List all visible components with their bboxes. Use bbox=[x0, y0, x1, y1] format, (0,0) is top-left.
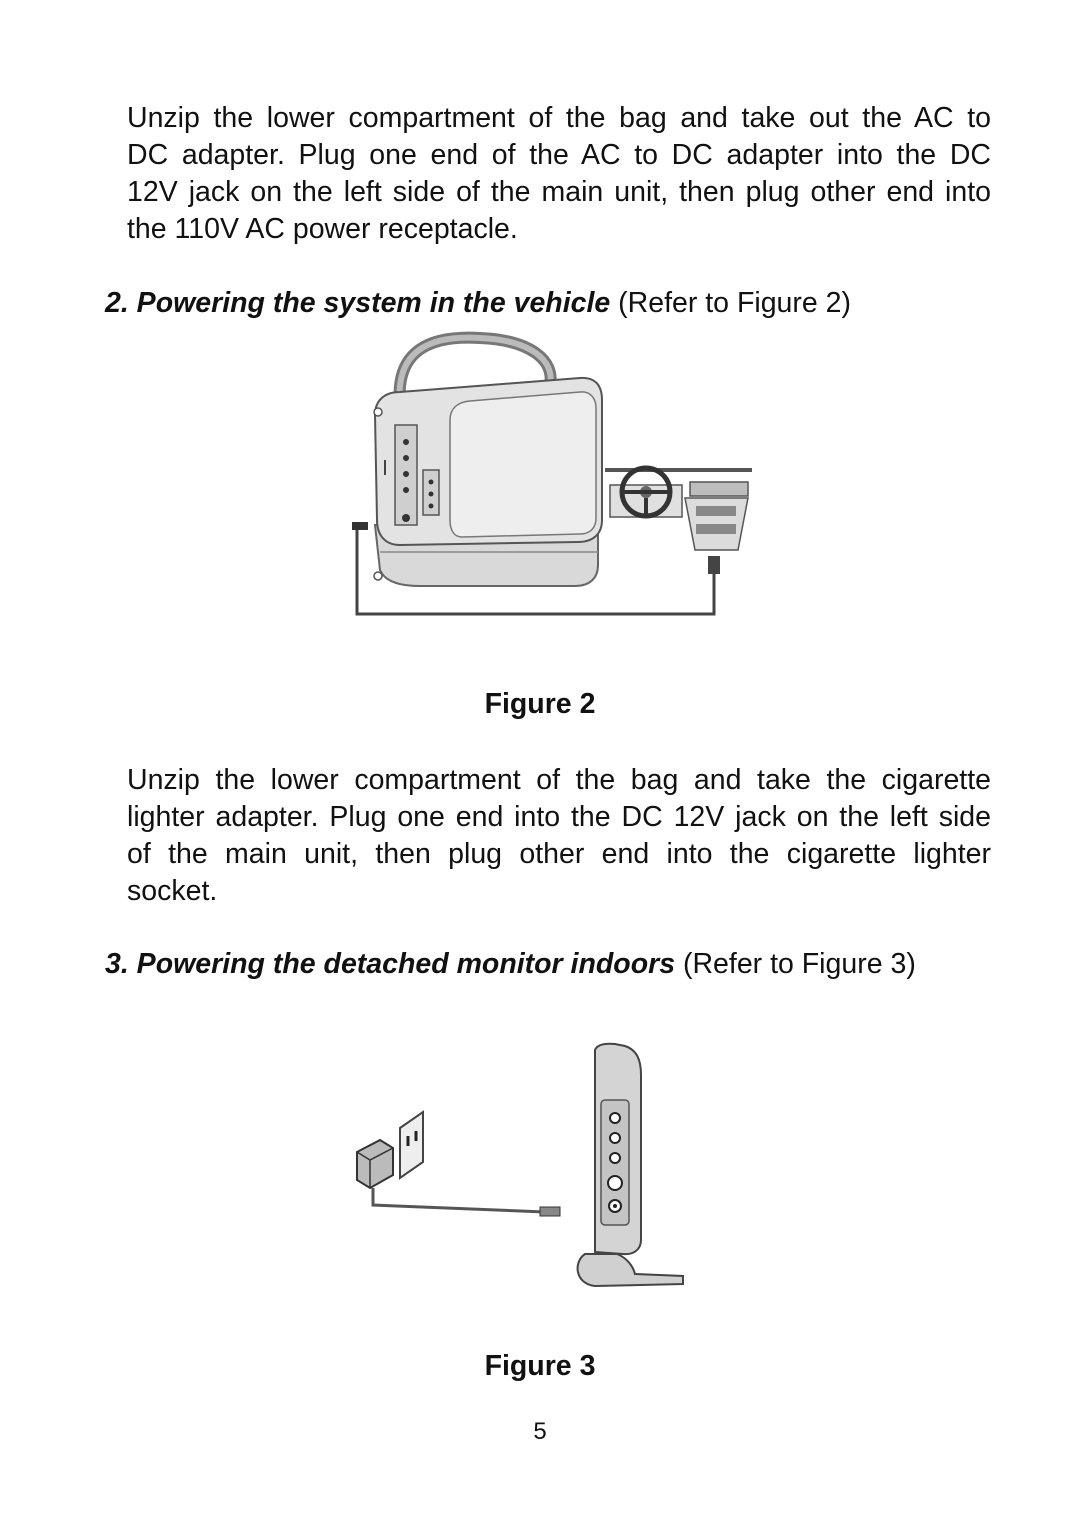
page-number: 5 bbox=[533, 1418, 547, 1445]
paragraph-line: Unzip the lower compartment of the bag a… bbox=[127, 764, 991, 796]
figure-3-illustration bbox=[356, 1042, 684, 1288]
intro-paragraph: Unzip the lower compartment of the bag a… bbox=[127, 100, 991, 248]
section-2-title: 2. Powering the system in the vehicle bbox=[105, 287, 611, 319]
figure-2-illustration bbox=[352, 331, 752, 616]
figure-3-caption: Figure 3 bbox=[484, 1350, 596, 1382]
paragraph-line: Unzip the lower compartment of the bag a… bbox=[127, 102, 991, 134]
paragraph-line: socket. bbox=[127, 875, 218, 907]
section-3-heading: 3. Powering the detached monitor indoors… bbox=[105, 946, 916, 982]
section-3-refer: (Refer to Figure 3) bbox=[675, 948, 916, 980]
paragraph-line: lighter adapter. Plug one end into the D… bbox=[127, 801, 991, 833]
section-3-title: 3. Powering the detached monitor indoors bbox=[105, 948, 676, 980]
figure-2-caption: Figure 2 bbox=[484, 688, 596, 720]
paragraph-line: of the main unit, then plug other end in… bbox=[127, 838, 991, 870]
paragraph-line: the 110V AC power receptacle. bbox=[127, 213, 518, 245]
section-2-heading: 2. Powering the system in the vehicle (R… bbox=[105, 285, 851, 321]
paragraph-line: DC adapter. Plug one end of the AC to DC… bbox=[127, 139, 991, 171]
paragraph-line: 12V jack on the left side of the main un… bbox=[127, 176, 991, 208]
vehicle-paragraph: Unzip the lower compartment of the bag a… bbox=[127, 762, 991, 910]
section-2-refer: (Refer to Figure 2) bbox=[610, 287, 851, 319]
